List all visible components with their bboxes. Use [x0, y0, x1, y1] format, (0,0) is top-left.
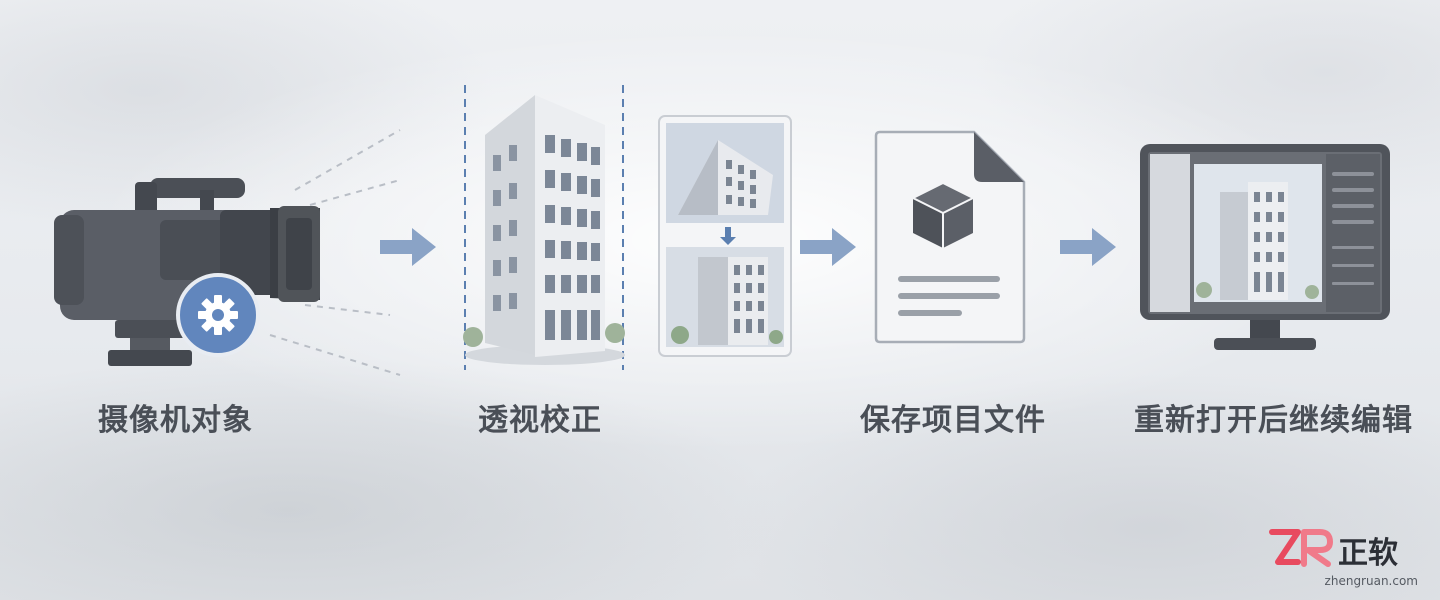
brand-logo: 正软 zhengruan.com: [1268, 522, 1418, 592]
project-file-icon: [874, 130, 1026, 344]
zr-logo-icon: [1269, 529, 1333, 567]
brand-name: 正软: [1338, 536, 1398, 571]
camera-gear-icon: [54, 129, 401, 376]
monitor-icon: [1140, 144, 1390, 350]
step-label-reopen: 重新打开后继续编辑: [1134, 403, 1413, 438]
step-label-save: 保存项目文件: [860, 403, 1046, 438]
arrow-right-icon: [1060, 228, 1116, 266]
brand-url: zhengruan.com: [1324, 574, 1418, 588]
step-label-perspective: 透视校正: [478, 403, 602, 438]
before-after-thumbnails: [658, 115, 792, 357]
arrow-right-icon: [380, 228, 436, 266]
step-label-camera: 摄像机对象: [98, 403, 253, 438]
building-icon: [463, 85, 625, 370]
arrow-right-icon: [800, 228, 856, 266]
